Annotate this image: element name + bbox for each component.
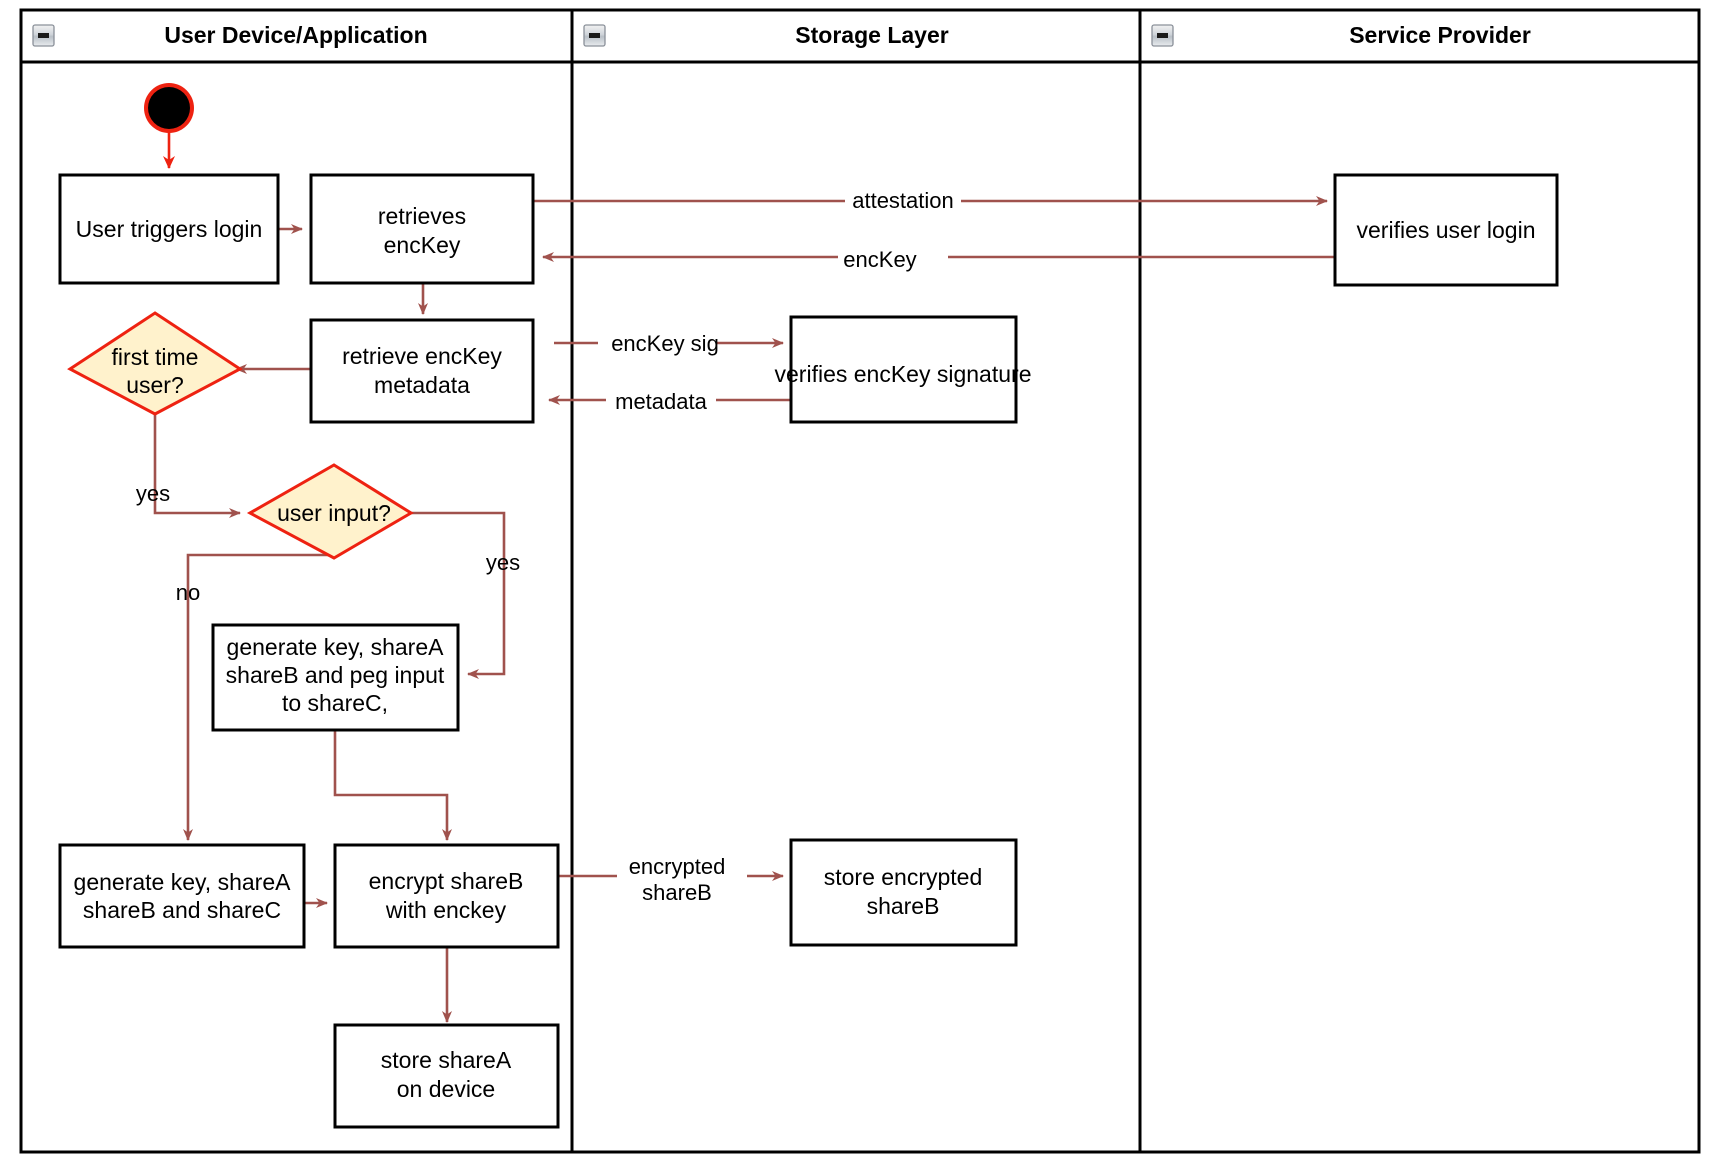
node-label-line2: shareB	[867, 893, 940, 919]
edge-label-bg	[606, 390, 716, 412]
edge-peg-to-encrypt	[333, 730, 452, 841]
decision-label: user input?	[277, 500, 391, 526]
edge-label-bg	[617, 855, 747, 905]
node-decision-user-input[interactable]: user input?	[246, 463, 414, 560]
node-decision-first-time-user[interactable]: first time user?	[67, 311, 243, 416]
edge-label-no-userinput: no	[176, 580, 200, 605]
edge-label-encrypted-line2: shareB	[642, 880, 712, 905]
node-label-line2: with enckey	[385, 897, 507, 923]
node-store-sharea[interactable]: store shareA on device	[333, 1023, 560, 1129]
edge-label-encrypted-line1: encrypted	[629, 854, 726, 879]
node-label-line1: generate key, shareA	[227, 634, 445, 660]
lane-title-storage: Storage Layer	[795, 22, 948, 48]
node-label-line1: retrieve encKey	[342, 343, 502, 369]
node-label-line1: store shareA	[381, 1047, 512, 1073]
node-retrieve-enckey-metadata[interactable]: retrieve encKey metadata	[309, 318, 535, 424]
edge-label-enckey-sig: encKey sig	[611, 331, 719, 356]
node-label-line3: to shareC,	[282, 690, 388, 716]
node-label-line2: shareB and shareC	[83, 897, 281, 923]
edge-label-bg	[845, 190, 961, 212]
start-node[interactable]	[144, 83, 194, 133]
node-label-line1: encrypt shareB	[369, 868, 524, 894]
node-generate-peg[interactable]: generate key, shareA shareB and peg inpu…	[211, 623, 460, 732]
node-user-triggers-login[interactable]: User triggers login	[58, 173, 280, 285]
node-verifies-enckey-signature[interactable]: verifies encKey signature	[775, 315, 1032, 424]
edge-label-attestation: attestation	[852, 188, 954, 213]
node-label-line2: on device	[397, 1076, 495, 1102]
node-generate-abc[interactable]: generate key, shareA shareB and shareC	[58, 843, 306, 949]
lane-header-user-device[interactable]: User Device/Application	[32, 22, 428, 48]
node-label-line1: generate key, shareA	[74, 869, 292, 895]
decision-label-line2: user?	[126, 372, 184, 398]
node-label: User triggers login	[76, 216, 263, 242]
decision-label-line1: first time	[112, 344, 199, 370]
collapse-minus-icon[interactable]	[583, 24, 606, 47]
node-label-line2: encKey	[384, 232, 461, 258]
edge-userinput-yes	[411, 511, 506, 679]
edge-label-bg	[838, 247, 948, 269]
lane-header-storage[interactable]: Storage Layer	[583, 22, 949, 48]
collapse-minus-icon[interactable]	[32, 24, 55, 47]
node-label-line2: metadata	[374, 372, 470, 398]
lane-header-service-provider[interactable]: Service Provider	[1151, 22, 1531, 48]
edge-label-yes-firsttime: yes	[136, 481, 170, 506]
lane-title-user-device: User Device/Application	[164, 22, 427, 48]
edge-label-yes-userinput: yes	[486, 550, 520, 575]
node-label: verifies user login	[1357, 217, 1536, 243]
collapse-minus-icon[interactable]	[1151, 24, 1174, 47]
edge-label-enckey: encKey	[843, 247, 916, 272]
node-label-line1: store encrypted	[824, 864, 983, 890]
edge-label-bg	[598, 333, 716, 355]
lane-title-service-provider: Service Provider	[1349, 22, 1531, 48]
node-encrypt-shareb[interactable]: encrypt shareB with enckey	[333, 843, 560, 949]
node-label-line2: shareB and peg input	[226, 662, 445, 688]
edge-userinput-no	[183, 553, 334, 841]
node-verifies-user-login[interactable]: verifies user login	[1333, 173, 1559, 287]
node-retrieves-enckey[interactable]: retrieves encKey	[309, 173, 535, 285]
node-label-line1: retrieves	[378, 203, 466, 229]
edge-firsttime-yes	[153, 412, 241, 518]
edge-label-metadata: metadata	[615, 389, 707, 414]
node-store-encrypted-shareb[interactable]: store encrypted shareB	[789, 838, 1018, 947]
node-label: verifies encKey signature	[775, 361, 1032, 387]
